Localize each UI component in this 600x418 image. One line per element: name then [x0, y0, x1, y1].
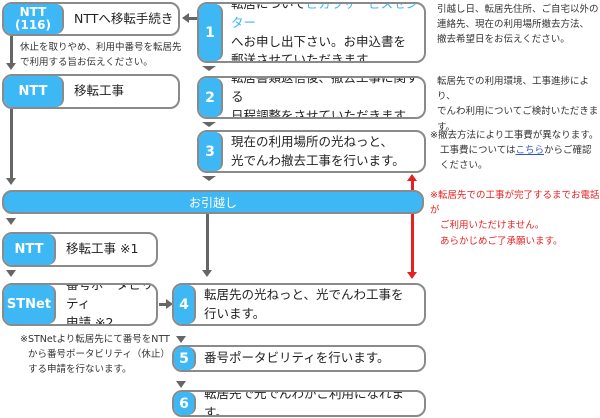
arrow-line [159, 303, 167, 306]
arrow-down-icon [407, 272, 417, 279]
step-text: 光でんわ撤去工事を行います。 [231, 152, 405, 168]
note-line: 工事費については [440, 145, 516, 157]
step-4: 4 転居先の光ねっと、光でんわ工事を行います。 [172, 283, 426, 326]
arrow-down-icon [6, 63, 16, 70]
note-line: ※STNetより転居先にて番号をNTT [20, 334, 170, 345]
flow-line [10, 36, 13, 64]
note-line: ※撤去方法により工事費が異なります。 [430, 130, 599, 141]
step-text: へお申し出下さい。お申込書を [231, 33, 407, 49]
note-line: でんわ利用についてご検討いただきます。 [437, 106, 599, 133]
step-number: 6 [174, 392, 196, 415]
ntt116-tag: NTT(116) [4, 4, 64, 34]
step-number: 3 [199, 132, 223, 171]
step-2: 2 転居書類返信後、撤去工事に関する日程調整をさせていただきます。 [197, 76, 426, 119]
note-step2: 転居先での利用環境、工事進捗により、でんわ利用についてご検討いただきます。 [437, 74, 600, 135]
step-text: 転居先で光でんわがご利用になれます。 [204, 390, 405, 417]
flow-line [10, 109, 13, 179]
note-line: 撤去希望日をお伝えください。 [437, 34, 570, 46]
arrow-down-icon [176, 336, 186, 343]
ntt-move2-box: NTT 移転工事 ※1 [2, 232, 158, 267]
arrow-down-icon [176, 381, 186, 388]
note-stnet: ※STNetより転居先にて番号をNTT から番号ポータビリティ（休止） する申請を行… [20, 332, 170, 378]
note-line: 連絡先、現在の利用場所撤去方法、 [437, 19, 590, 31]
note-step3: ※撤去方法により工事費が異なります。工事費についてはこちらからご確認ください。 [430, 128, 598, 174]
note-line: 休止を取りやめ、利用中番号を転居先 [20, 42, 182, 53]
note-line: で利用する旨お伝えください。 [20, 57, 153, 69]
arrow-down-icon [202, 122, 216, 127]
arrow-up-icon [407, 174, 417, 181]
arrow-down-icon [202, 66, 216, 71]
ntt-tag: NTT [4, 234, 56, 265]
step-text: 転居について [231, 2, 306, 11]
ntt116-text: NTTへ移転手続き [74, 10, 174, 26]
step-number: 1 [199, 4, 223, 61]
step-text: 日程調整をさせていただきます。 [231, 107, 418, 119]
arrow-line [186, 17, 198, 20]
note-line: ご利用いただけません。 [440, 220, 545, 232]
step-1: 1 転居についてピカラサービスセンターへお申し出下さい。お申込書を郵送させていた… [197, 2, 426, 63]
ntt-move-text: 移転工事 [74, 83, 125, 99]
step-number: 4 [174, 285, 196, 324]
arrow-down-icon [202, 176, 216, 181]
arrow-left-icon [182, 13, 189, 23]
step-number: 2 [199, 78, 223, 117]
flow-line [206, 214, 209, 272]
note-line: 引越し日、転居先住所、ご自宅以外の [437, 4, 599, 15]
warning-note: ※転居先での工事が完了するまでお電話がご利用いただけません。あらかじめご了承願い… [430, 188, 600, 249]
arrow-down-icon [6, 178, 16, 185]
step-5: 5 番号ポータビリティを行います。 [172, 345, 426, 372]
ntt116-box: NTT(116) NTTへ移転手続き [2, 2, 180, 36]
step-3: 3 現在の利用場所の光ねっと、光でんわ撤去工事を行います。 [197, 130, 426, 173]
note-line: する申請を行ないます。 [28, 364, 132, 376]
ntt-move-box: NTT 移転工事 [2, 74, 180, 109]
step-text: 行います。 [204, 305, 266, 321]
ntt-tag: NTT [4, 76, 64, 107]
step-text: 郵送させていただきます。 [231, 52, 380, 63]
step-number: 5 [174, 347, 196, 370]
stnet-tag: STNet [4, 285, 56, 324]
step-text: 番号ポータビリティを行います。 [204, 350, 390, 366]
note-step1: 引越し日、転居先住所、ご自宅以外の連絡先、現在の利用場所撤去方法、撤去希望日をお… [437, 2, 599, 48]
stnet-text: 申請 ※2 [66, 314, 114, 326]
step-text: 現在の利用場所の光ねっと、 [231, 133, 394, 149]
step-text: 転居書類返信後、撤去工事に関する [231, 76, 419, 105]
arrow-down-icon [6, 218, 16, 225]
note-line: ※転居先での工事が完了するまでお電話が [430, 190, 600, 217]
cost-info-link[interactable]: こちら [515, 145, 545, 157]
arrow-right-icon [166, 299, 173, 309]
step-text: 転居先の光ねっと、光でんわ工事を [204, 286, 404, 302]
note-suspend: 休止を取りやめ、利用中番号を転居先で利用する旨お伝えください。 [20, 40, 182, 70]
moving-day-bar: お引越し [2, 190, 424, 214]
ntt-move2-text: 移転工事 ※1 [66, 241, 139, 257]
stnet-text: 番号ポータビリティ [66, 283, 154, 312]
tag-line: NTT [19, 5, 47, 20]
step-6: 6 転居先で光でんわがご利用になれます。 [172, 390, 426, 417]
stnet-box: STNet 番号ポータビリティ申請 ※2 [2, 283, 158, 326]
arrow-down-icon [6, 270, 16, 277]
arrow-down-icon [202, 270, 212, 277]
note-line: ください。 [440, 160, 488, 172]
service-center-name: ピカラサービスセンター [231, 2, 419, 30]
note-line: あらかじめご了承願います。 [440, 235, 563, 247]
note-line: 転居先での利用環境、工事進捗により、 [437, 76, 590, 103]
note-line: からご確認 [544, 145, 592, 157]
tag-line: (116) [14, 18, 52, 32]
note-line: から番号ポータビリティ（休止） [28, 349, 170, 361]
red-arrow-line [411, 180, 414, 272]
